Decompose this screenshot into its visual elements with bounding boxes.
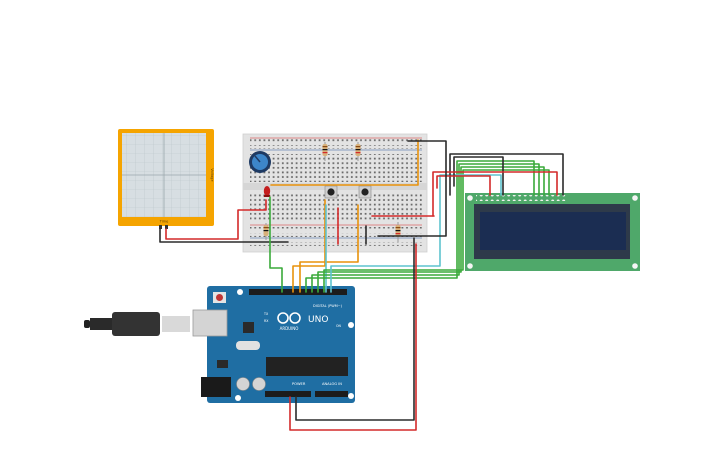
wire-led-green[interactable] [269, 196, 283, 293]
wire-gnd-black[interactable] [295, 237, 415, 421]
resistor-4[interactable] [395, 222, 401, 242]
resistor-3[interactable] [263, 223, 269, 240]
wire-lcd-cyan[interactable] [330, 174, 502, 293]
rx-label: RX [264, 319, 269, 323]
wire-lcd-red-2[interactable] [436, 175, 491, 196]
oscilloscope-time-label: Time [159, 220, 169, 224]
arduino-model: UNO [308, 315, 328, 325]
arduino-logo-icon [277, 312, 301, 324]
arduino-logo-text: ARDUINO [280, 326, 299, 331]
wire-scope-black[interactable] [159, 228, 289, 243]
wire-rail-black[interactable] [377, 140, 447, 237]
red-led[interactable] [263, 186, 271, 197]
wire-d-orange-2[interactable] [299, 204, 359, 293]
wire-lcd-black-top[interactable] [449, 153, 564, 196]
wire-lcd-green-4[interactable] [323, 169, 550, 293]
wire-scope-red[interactable] [165, 199, 267, 240]
oscilloscope-voltage-label: Voltage [210, 168, 214, 181]
usb-cable[interactable] [84, 312, 190, 336]
pushbutton-2[interactable] [358, 185, 372, 199]
arduino-uno[interactable]: UNO ARDUINO DIGITAL (PWM~) POWER ANALOG … [84, 286, 355, 403]
on-label: ON [336, 324, 342, 328]
reset-button[interactable] [216, 294, 223, 301]
wire-lcd-red[interactable] [432, 171, 558, 217]
oscilloscope-terminal-neg[interactable] [159, 225, 162, 229]
oscilloscope[interactable]: Voltage Time [118, 129, 214, 229]
resistor-1[interactable] [322, 142, 328, 161]
analog-label: ANALOG IN [322, 382, 342, 386]
tx-label: TX [263, 312, 269, 316]
resistor-2[interactable] [355, 142, 361, 161]
digital-label: DIGITAL (PWM~) [313, 304, 343, 308]
pushbutton-1[interactable] [324, 185, 338, 199]
wire-pot-orange[interactable] [270, 139, 419, 186]
oscilloscope-terminal-pos[interactable] [165, 225, 168, 229]
wire-d-orange-1[interactable] [292, 199, 326, 293]
power-label: POWER [292, 382, 306, 386]
wire-lcd-green-2[interactable] [311, 163, 540, 293]
wire-5v-red[interactable] [289, 243, 417, 431]
lcd-16x2[interactable] [465, 193, 640, 271]
potentiometer[interactable] [249, 151, 271, 173]
lcd-screen [480, 212, 626, 250]
